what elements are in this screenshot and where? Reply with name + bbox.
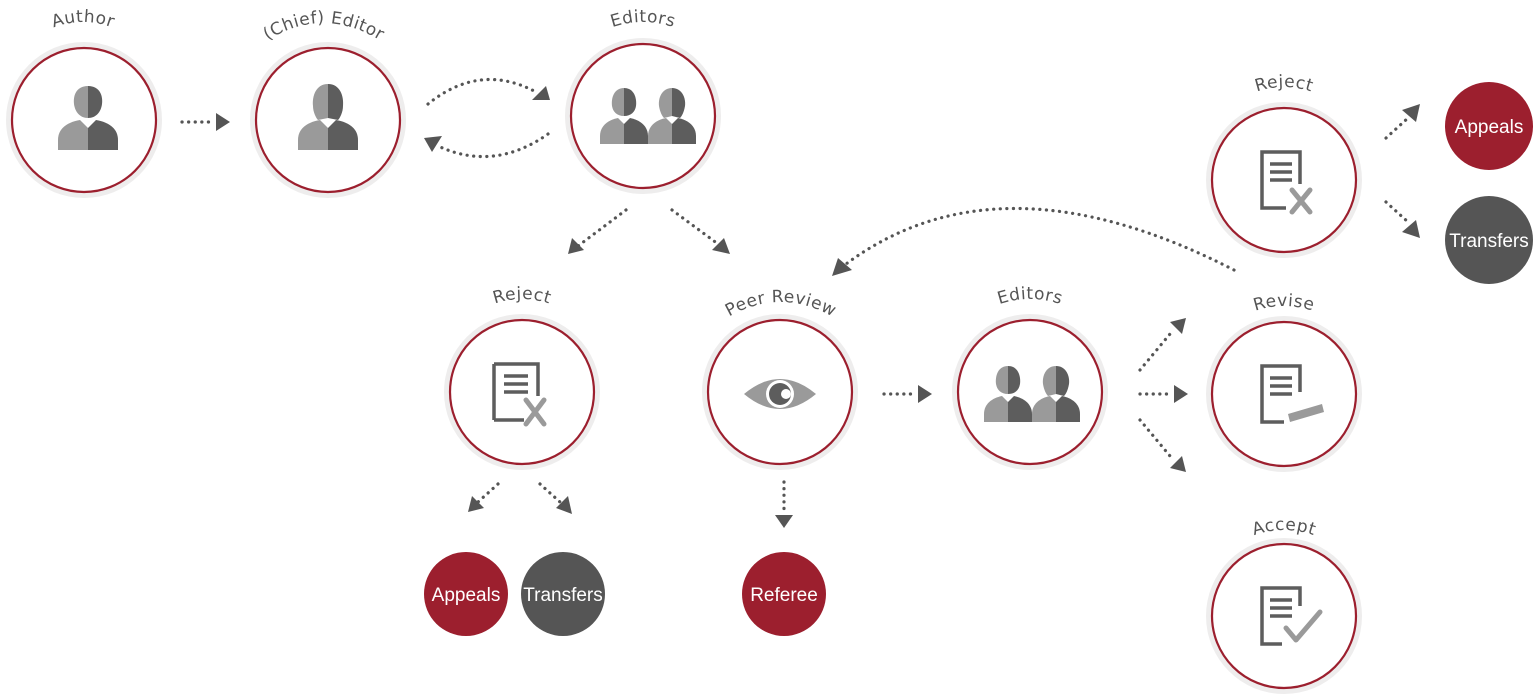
node-reject-left: Reject xyxy=(444,284,600,470)
connectors xyxy=(180,77,1410,514)
arrowhead-editors-up xyxy=(1170,318,1186,334)
arrow-editors-to-reject-right xyxy=(1138,332,1172,372)
arrow-editors-to-chief xyxy=(436,132,550,159)
node-chief-editor: (Chief) Editor xyxy=(250,8,406,198)
badge-transfers-right: Transfers xyxy=(1445,196,1533,284)
arrow-editors-to-reject xyxy=(576,208,628,248)
node-label: Editors xyxy=(995,284,1064,309)
badge-label: Appeals xyxy=(1455,117,1524,138)
badge-label: Appeals xyxy=(432,585,501,606)
person-female-icon xyxy=(298,84,358,150)
document-accept-icon xyxy=(1260,586,1323,646)
arrowhead-reject-appeals xyxy=(468,496,484,512)
two-people-icon xyxy=(984,366,1080,422)
node-editors-mid: Editors xyxy=(952,284,1108,470)
arrowhead-reject-right-transfers xyxy=(1402,220,1420,238)
eye-icon xyxy=(744,379,816,409)
arrow-editors-to-peer-review xyxy=(670,208,720,246)
svg-text:Reject: Reject xyxy=(491,284,554,309)
node-label: Author xyxy=(49,7,117,32)
svg-text:(Chief) Editor: (Chief) Editor xyxy=(260,8,388,45)
document-reject-icon xyxy=(1260,150,1313,215)
node-inner xyxy=(956,318,1104,466)
node-author: Author xyxy=(6,7,162,198)
arrowhead-author-chief xyxy=(216,113,230,131)
node-inner xyxy=(10,46,158,194)
svg-text:Accept: Accept xyxy=(1250,515,1318,540)
badge-label: Referee xyxy=(750,585,818,606)
arrow-reject-to-transfers xyxy=(538,482,562,504)
node-label: (Chief) Editor xyxy=(260,8,388,45)
badge-appeals-bottom: Appeals xyxy=(424,552,508,636)
arrowheads xyxy=(216,86,1420,528)
svg-text:Editors: Editors xyxy=(995,284,1065,309)
arrow-reject-right-to-appeals xyxy=(1384,116,1410,140)
node-accept: Accept xyxy=(1206,515,1362,694)
badge-label: Transfers xyxy=(1449,231,1529,252)
svg-text:Reject: Reject xyxy=(1253,72,1316,97)
arrow-chief-to-editors xyxy=(426,77,538,106)
document-reject-icon xyxy=(492,362,547,427)
node-label: Reject xyxy=(491,284,554,309)
two-people-icon xyxy=(600,88,696,144)
arrowhead-reject-transfers xyxy=(556,496,572,514)
node-inner xyxy=(254,46,402,194)
arrowhead-revise-peer xyxy=(832,258,852,276)
arrow-reject-right-to-transfers xyxy=(1384,200,1410,224)
node-reject-right: Reject xyxy=(1206,72,1362,258)
svg-text:Author: Author xyxy=(49,7,117,32)
arrowhead-chief-editors xyxy=(532,86,550,100)
node-label: Revise xyxy=(1251,291,1316,316)
node-editors-top: Editors xyxy=(565,7,721,194)
node-revise: Revise xyxy=(1206,291,1362,472)
document-edit-icon xyxy=(1260,364,1324,424)
arrowhead-reject-right-appeals xyxy=(1402,104,1420,122)
node-label: Reject xyxy=(1253,72,1316,97)
arrow-reject-to-appeals xyxy=(476,482,500,504)
arrow-revise-to-peer-review xyxy=(844,206,1236,272)
node-peer-review: Peer Review xyxy=(702,287,858,470)
arrowhead-peer-editors xyxy=(918,385,932,403)
arrow-editors-to-accept xyxy=(1138,418,1172,458)
arrowhead-editors-revise xyxy=(1174,385,1188,403)
badge-appeals-right: Appeals xyxy=(1445,82,1533,170)
arrowhead-editors-chief xyxy=(424,136,442,152)
svg-text:Revise: Revise xyxy=(1251,291,1317,316)
svg-text:Editors: Editors xyxy=(608,7,678,32)
arrowhead-editors-peer xyxy=(712,238,730,254)
node-label: Accept xyxy=(1250,515,1318,540)
person-icon xyxy=(58,86,118,150)
node-label: Editors xyxy=(608,7,677,32)
arrowhead-editors-reject xyxy=(568,238,584,254)
arrowhead-peer-referee xyxy=(775,515,793,528)
node-inner xyxy=(569,42,717,190)
arrowhead-editors-down xyxy=(1170,456,1186,472)
badge-referee: Referee xyxy=(742,552,826,636)
badge-label: Transfers xyxy=(523,585,603,606)
badge-transfers-bottom: Transfers xyxy=(521,552,605,636)
